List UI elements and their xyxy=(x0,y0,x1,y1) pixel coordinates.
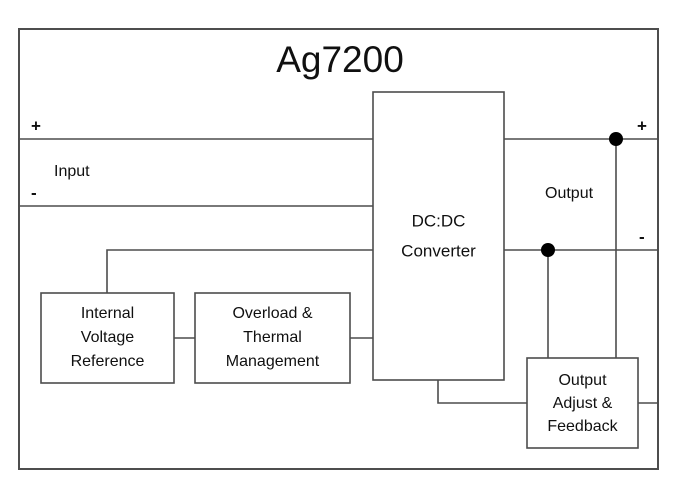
output-minus-label: - xyxy=(639,227,645,246)
input-minus-label: - xyxy=(31,183,37,202)
block-internal-voltage-reference-line-1: Internal xyxy=(81,305,134,322)
wire-dcdc-to-output-adjust xyxy=(437,379,528,404)
output-label: Output xyxy=(545,185,594,202)
block-output-adjust-feedback-line-3: Feedback xyxy=(547,418,618,435)
block-output-adjust-feedback[interactable]: Output Adjust & Feedback xyxy=(526,357,639,449)
block-output-adjust-feedback-line-1: Output xyxy=(558,372,607,389)
block-dcdc-converter-box xyxy=(372,91,505,381)
input-label: Input xyxy=(54,163,90,180)
wire-reference-sense xyxy=(106,249,374,294)
block-overload-thermal-management-box xyxy=(194,292,351,384)
output-plus-label: + xyxy=(637,116,647,135)
block-dcdc-converter-line-2: Converter xyxy=(401,241,476,260)
junction-dot-output-plus xyxy=(609,132,623,146)
block-output-adjust-feedback-line-2: Adjust & xyxy=(553,395,613,412)
junction-dot-output-minus xyxy=(541,243,555,257)
block-overload-thermal-management-line-1: Overload & xyxy=(232,305,312,322)
block-internal-voltage-reference-line-2: Voltage xyxy=(81,329,134,346)
block-dcdc-converter-line-1: DC:DC xyxy=(412,211,466,230)
block-overload-thermal-management-line-3: Management xyxy=(226,353,320,370)
block-output-adjust-feedback-box xyxy=(526,357,639,449)
page-title: Ag7200 xyxy=(276,39,404,80)
block-overload-thermal-management-line-2: Thermal xyxy=(243,329,302,346)
block-internal-voltage-reference[interactable]: Internal Voltage Reference xyxy=(40,292,175,384)
input-plus-label: + xyxy=(31,116,41,135)
block-overload-thermal-management[interactable]: Overload & Thermal Management xyxy=(194,292,351,384)
block-internal-voltage-reference-line-3: Reference xyxy=(71,353,145,370)
device-outline xyxy=(18,28,659,470)
block-internal-voltage-reference-box xyxy=(40,292,175,384)
block-dcdc-converter[interactable]: DC:DC Converter xyxy=(372,91,505,381)
